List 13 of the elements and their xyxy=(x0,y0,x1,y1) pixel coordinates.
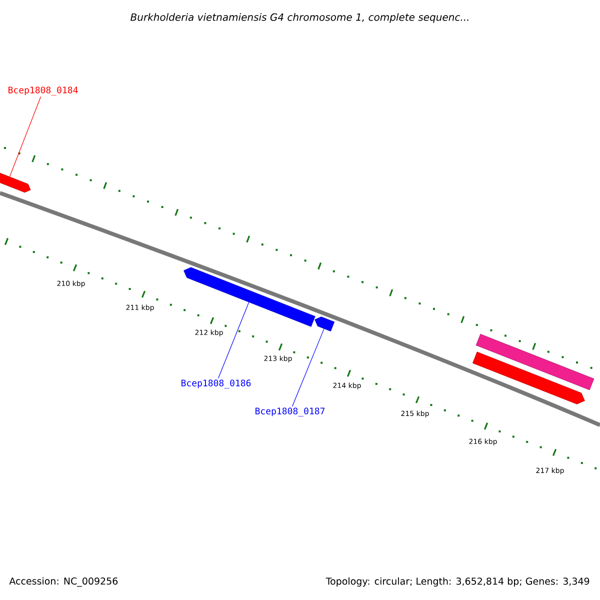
leader-line xyxy=(292,328,324,407)
gene-arrow xyxy=(476,334,594,390)
gene-arrow xyxy=(184,267,316,327)
gene-arrow xyxy=(472,352,585,404)
leader-line xyxy=(9,96,42,177)
accession-text: Accession: NC_009256 xyxy=(9,577,118,587)
leader-line xyxy=(218,302,250,379)
gene-label: Bcep1808_0186 xyxy=(182,380,251,388)
gene-label: Bcep1808_0187 xyxy=(256,408,325,416)
gene-label: Bcep1808_0184 xyxy=(8,86,78,96)
genome-info-text: Topology: circular; Length: 3,652,814 bp; Genes: 3,349 xyxy=(326,577,590,587)
gene-arrow xyxy=(314,316,335,332)
map-title: Burkholderia vietnamiensis G4 chromosome 1, complete sequenc... xyxy=(130,13,468,23)
